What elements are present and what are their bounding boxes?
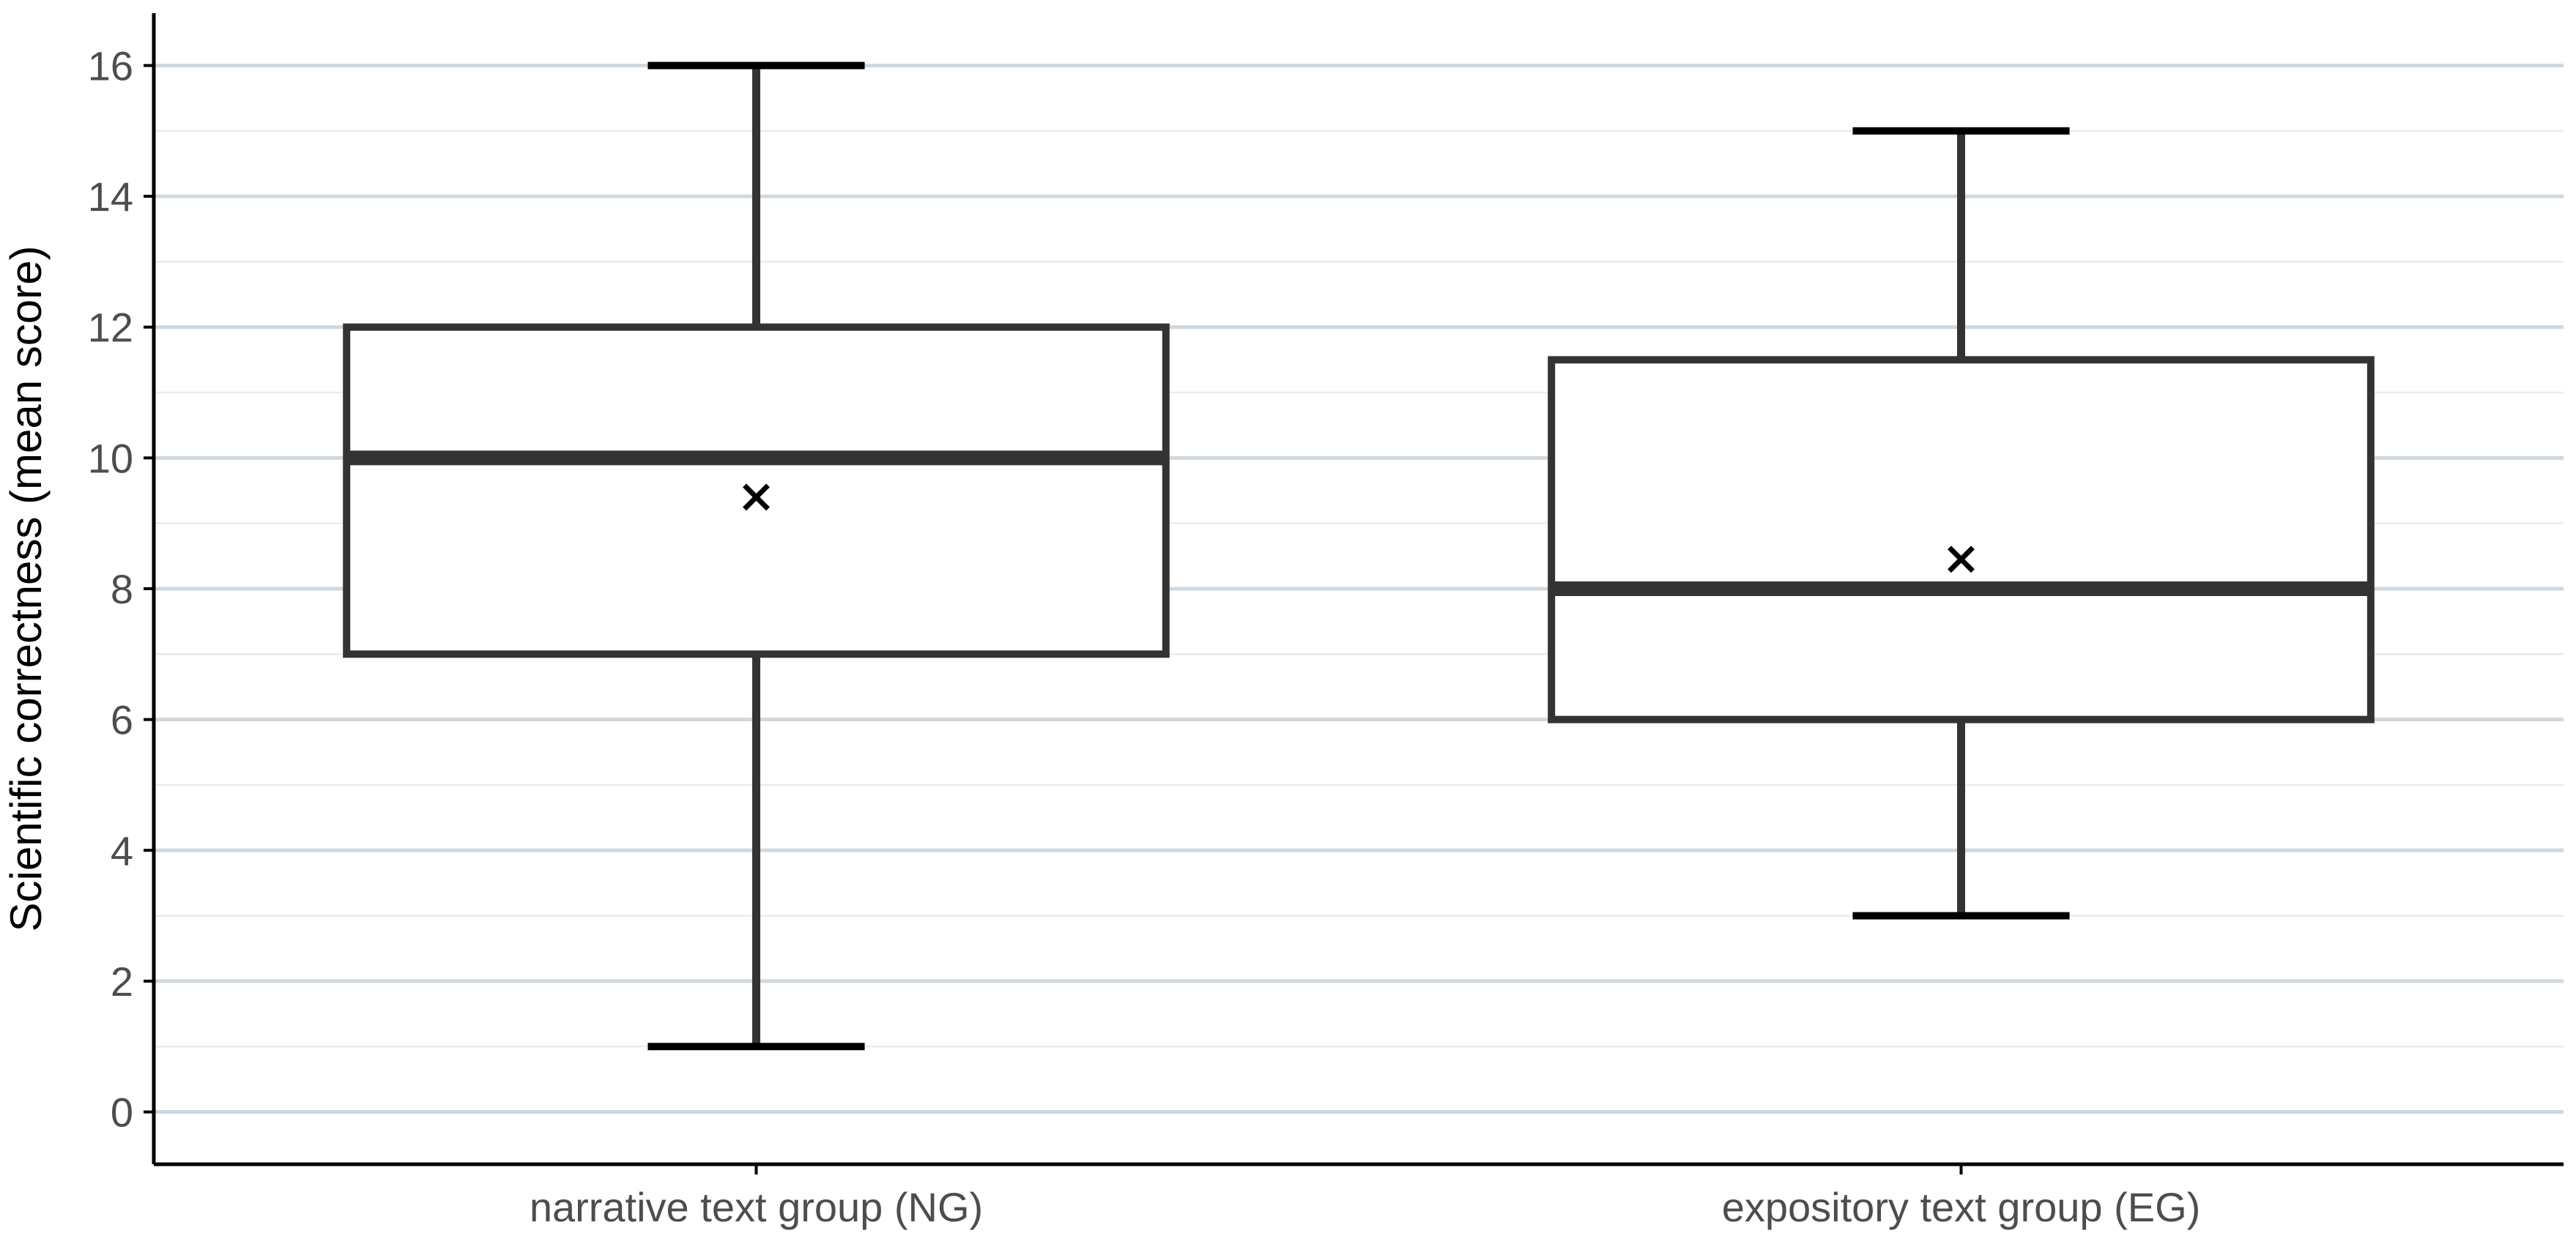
mean-marker-stroke-b [743,483,770,511]
y-tick-label: 4 [111,827,133,874]
x-tick-label: narrative text group (NG) [530,1184,983,1230]
box-iqr [343,323,1170,658]
box-group [1548,127,2375,920]
x-tick-label: expository text group (EG) [1722,1184,2201,1230]
tick-labels: 0 2 4 6 8 10 12 14 16 narrative text group (NG) ex… [88,42,2201,1230]
y-tick-label: 16 [88,42,133,89]
mean-marker-stroke-b [1948,546,1975,573]
y-tick-label: 2 [111,958,133,1005]
y-tick-label: 14 [88,174,133,220]
y-tick-label: 6 [111,697,133,743]
box-group [343,62,1170,1051]
y-tick-label: 0 [111,1090,133,1136]
y-tick-label: 10 [88,435,133,481]
boxes-layer [343,62,2375,1051]
box-iqr [1548,356,2375,723]
y-tick-label: 8 [111,566,133,612]
y-tick-label: 12 [88,305,133,351]
y-axis-title: Scientific correctness (mean score) [1,246,51,932]
